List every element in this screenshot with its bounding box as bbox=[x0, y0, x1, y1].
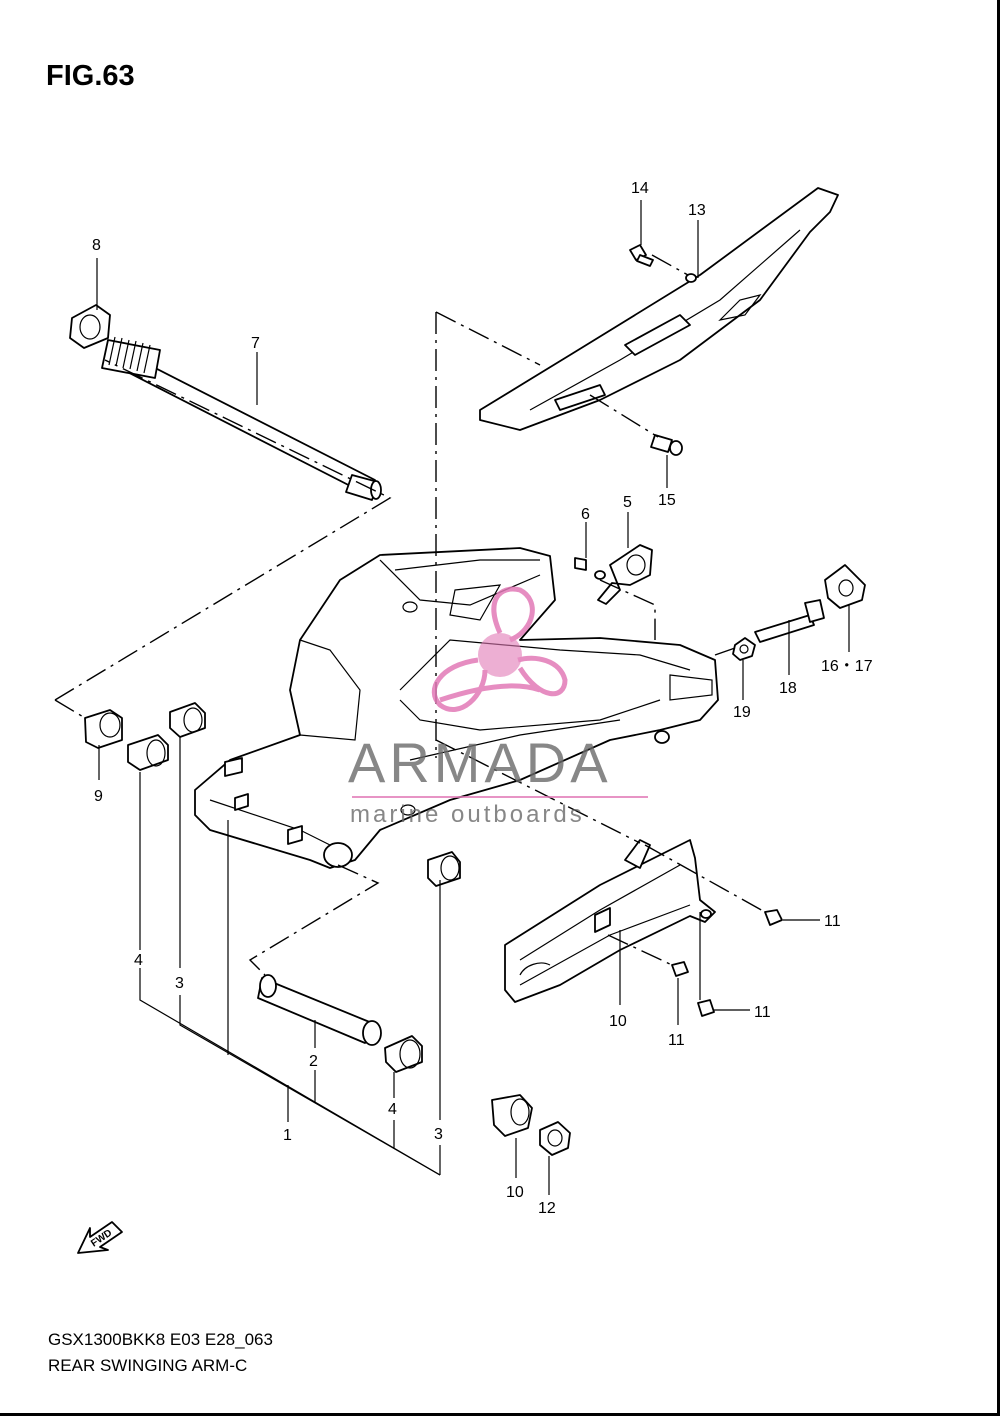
callout-3-left: 3 bbox=[175, 975, 184, 992]
callout-2: 2 bbox=[309, 1053, 318, 1070]
figure-title: FIG.63 bbox=[46, 60, 135, 92]
armada-watermark: ARMADA marine outboards bbox=[348, 586, 648, 828]
bolts-11-drawing bbox=[671, 909, 783, 1017]
callout-5: 5 bbox=[623, 494, 632, 511]
chain-cover-drawing bbox=[479, 187, 839, 431]
callout-10-buffer: 10 bbox=[609, 1013, 627, 1030]
bearings-right-drawing bbox=[257, 851, 461, 1073]
callout-19: 19 bbox=[733, 704, 751, 721]
callout-13: 13 bbox=[688, 202, 706, 219]
diagram-caption: REAR SWINGING ARM-C bbox=[48, 1356, 248, 1375]
diagram-code: GSX1300BKK8 E03 E28_063 bbox=[48, 1330, 273, 1349]
pivot-nut-drawing bbox=[69, 304, 111, 349]
callout-labels: 1 2 3 3 4 4 5 6 7 8 9 10 10 11 11 11 11 … bbox=[92, 180, 873, 1217]
callout-16-17: 16・17 bbox=[821, 658, 873, 675]
callout-11-b: 11 bbox=[668, 1032, 685, 1049]
callout-9: 9 bbox=[94, 788, 103, 805]
chain-buffer-drawing bbox=[504, 839, 716, 1003]
callout-11-c: 11 bbox=[754, 1004, 771, 1021]
callout-4-right: 4 bbox=[388, 1101, 397, 1118]
watermark-brand: ARMADA bbox=[348, 731, 612, 794]
callout-1: 1 bbox=[283, 1127, 292, 1144]
watermark-tagline: marine outboards bbox=[350, 801, 585, 828]
callout-10-bush: 10 bbox=[506, 1184, 524, 1201]
guard-plate-drawing bbox=[574, 544, 653, 605]
callout-6: 6 bbox=[581, 506, 590, 523]
callout-14: 14 bbox=[631, 180, 649, 197]
bearings-left-drawing bbox=[84, 702, 206, 771]
chain-adjuster-drawing bbox=[732, 564, 866, 661]
callout-18: 18 bbox=[779, 680, 797, 697]
frame-border-bottom bbox=[0, 1413, 1000, 1416]
bolt-15-drawing bbox=[650, 434, 683, 456]
callout-15: 15 bbox=[658, 492, 676, 509]
pivot-shaft-drawing bbox=[101, 336, 382, 501]
callout-7: 7 bbox=[251, 335, 260, 352]
leader-lines bbox=[96, 200, 850, 1195]
callout-11-a: 11 bbox=[824, 913, 841, 930]
bolt-14-drawing bbox=[629, 244, 654, 267]
callout-8: 8 bbox=[92, 237, 101, 254]
propeller-logo-icon bbox=[431, 586, 568, 713]
callout-12: 12 bbox=[538, 1200, 556, 1217]
callout-3-right: 3 bbox=[434, 1126, 443, 1143]
callout-4-left: 4 bbox=[134, 952, 143, 969]
fwd-arrow-icon: FWD bbox=[77, 1221, 123, 1254]
frame-border-right bbox=[997, 0, 1000, 1416]
bush-nut-drawing bbox=[491, 1094, 571, 1156]
